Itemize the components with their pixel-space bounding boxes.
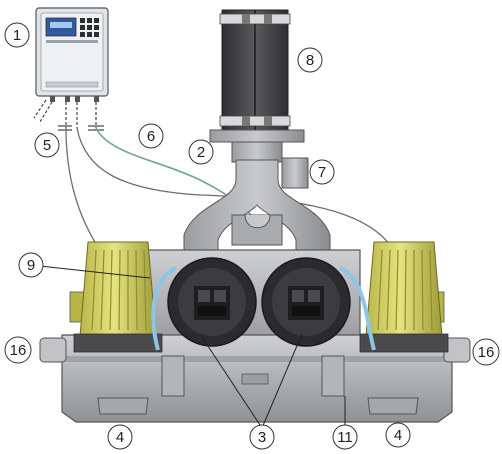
callout-3: 3 — [249, 424, 275, 450]
callout-6: 6 — [138, 123, 164, 149]
callout-1: 1 — [4, 22, 30, 48]
svg-text:16: 16 — [478, 344, 495, 361]
control-keypad — [80, 18, 99, 37]
callout-5: 5 — [34, 132, 60, 158]
control-box — [35, 7, 109, 102]
svg-text:4: 4 — [116, 429, 124, 446]
callout-16-right: 16 — [472, 338, 500, 366]
callout-11: 11 — [332, 424, 358, 450]
svg-text:1: 1 — [13, 27, 21, 44]
callout-16-left: 16 — [4, 336, 32, 364]
callout-8: 8 — [297, 47, 323, 73]
vent-pipe — [281, 157, 309, 189]
callout-4-right: 4 — [385, 422, 411, 448]
callout-7: 7 — [309, 159, 335, 185]
inspection-cover-right — [261, 257, 351, 347]
svg-text:11: 11 — [337, 429, 353, 446]
inspection-cover-left — [167, 257, 257, 347]
callout-leaders — [39, 265, 346, 429]
svg-text:8: 8 — [306, 52, 314, 69]
svg-text:9: 9 — [27, 257, 35, 274]
cable-glands — [33, 99, 104, 131]
svg-text:4: 4 — [394, 427, 402, 444]
callout-9: 9 — [18, 252, 44, 278]
power-cables — [65, 127, 391, 251]
svg-text:2: 2 — [197, 144, 205, 161]
callouts: 1 2 3 4 4 5 6 7 8 9 11 16 16 — [4, 22, 500, 450]
svg-text:3: 3 — [258, 429, 266, 446]
svg-text:6: 6 — [147, 128, 155, 145]
callout-2: 2 — [188, 139, 214, 165]
flexible-pipe-connector — [219, 9, 291, 131]
pressure-hoses — [151, 266, 376, 351]
svg-text:5: 5 — [43, 137, 51, 154]
callout-4-left: 4 — [107, 424, 133, 450]
pump-motor-left — [69, 241, 163, 353]
svg-text:7: 7 — [318, 164, 326, 181]
pump-motor-right — [359, 241, 449, 353]
svg-text:16: 16 — [10, 342, 27, 359]
outlet-flange — [209, 129, 305, 163]
